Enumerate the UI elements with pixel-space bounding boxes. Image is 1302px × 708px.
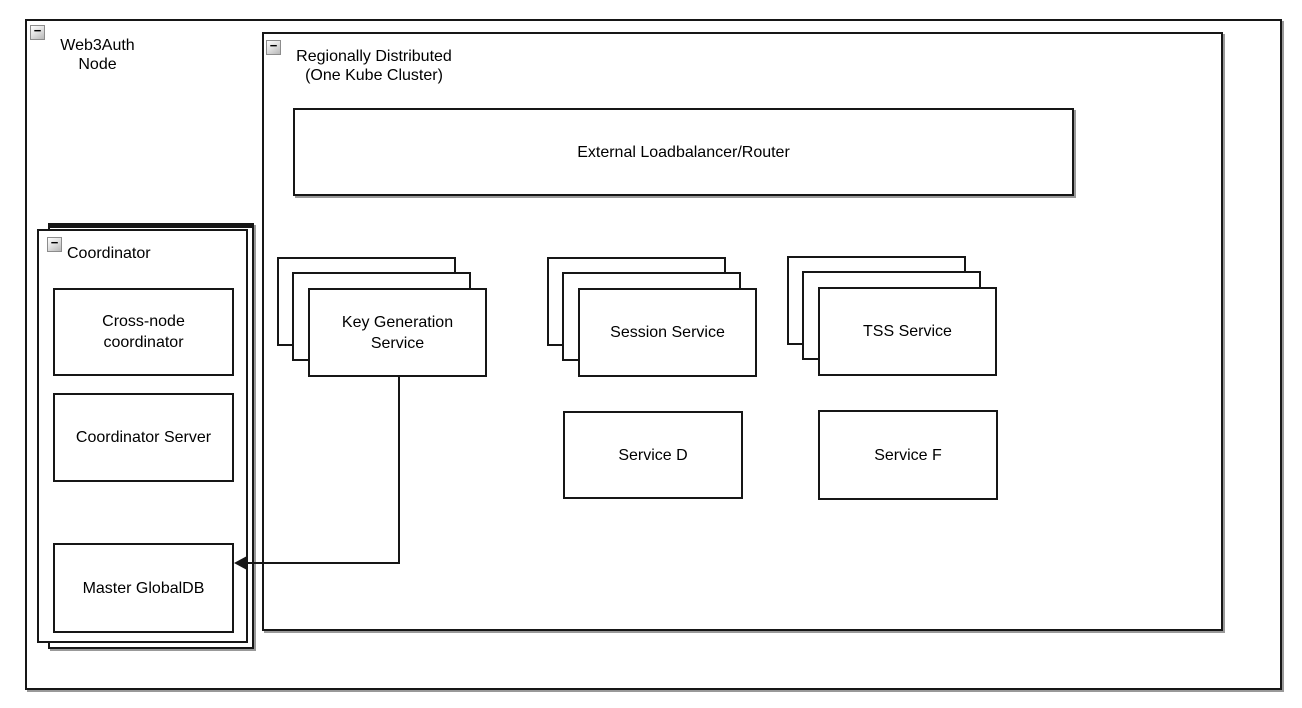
stack-tss-service: TSS Service <box>787 256 997 376</box>
session-service-label: Session Service <box>610 324 725 341</box>
node-service-d[interactable]: Service D <box>563 411 743 499</box>
collapse-icon[interactable]: − <box>266 38 281 55</box>
node-service-f[interactable]: Service F <box>818 410 998 500</box>
web3auth-node-label: Web3Auth Node <box>40 36 155 74</box>
node-tss-service[interactable]: TSS Service <box>818 287 997 376</box>
edge-keygen-to-masterdb-vertical[interactable] <box>398 377 400 564</box>
node-cross-node-coordinator[interactable]: Cross-node coordinator <box>53 288 234 376</box>
collapse-icon[interactable]: − <box>47 235 62 252</box>
cross-node-label-line1: Cross-node <box>102 313 185 330</box>
node-session-service[interactable]: Session Service <box>578 288 757 377</box>
web3auth-node-label-line1: Web3Auth <box>60 37 135 54</box>
container-web3auth-node[interactable]: − Web3Auth Node − Regionally Distributed… <box>25 19 1282 690</box>
node-master-globaldb[interactable]: Master GlobalDB <box>53 543 234 633</box>
service-f-label: Service F <box>874 446 942 464</box>
service-d-label: Service D <box>618 446 688 464</box>
container-coordinator[interactable]: − Coordinator Cross-node coordinator Coo… <box>37 229 248 643</box>
regionally-distributed-label: Regionally Distributed (One Kube Cluster… <box>290 47 458 85</box>
minus-glyph: − <box>33 23 42 38</box>
node-key-generation-service[interactable]: Key Generation Service <box>308 288 487 377</box>
node-coordinator-server[interactable]: Coordinator Server <box>53 393 234 482</box>
minus-glyph: − <box>269 38 278 53</box>
coordinator-label: Coordinator <box>67 245 151 262</box>
stack-key-generation-service: Key Generation Service <box>277 257 487 377</box>
regionally-distributed-label-line1: Regionally Distributed <box>296 48 452 65</box>
web3auth-node-label-line2: Node <box>78 56 117 73</box>
key-generation-label-line2: Service <box>370 334 425 352</box>
edge-keygen-to-masterdb-horizontal[interactable] <box>246 562 400 564</box>
collapse-icon[interactable]: − <box>30 23 45 40</box>
arrowhead-left-icon <box>234 556 247 570</box>
key-generation-label-line1: Key Generation <box>341 313 454 331</box>
cross-node-label-line2: coordinator <box>103 334 184 351</box>
tss-service-label: TSS Service <box>863 323 952 340</box>
minus-glyph: − <box>50 235 59 250</box>
master-globaldb-label: Master GlobalDB <box>82 579 205 597</box>
stack-session-service: Session Service <box>547 257 757 377</box>
container-regionally-distributed[interactable]: − Regionally Distributed (One Kube Clust… <box>262 32 1223 631</box>
regionally-distributed-label-line2: (One Kube Cluster) <box>305 67 443 84</box>
coordinator-server-label: Coordinator Server <box>75 429 212 446</box>
node-external-loadbalancer[interactable]: External Loadbalancer/Router <box>293 108 1074 196</box>
external-loadbalancer-label: External Loadbalancer/Router <box>577 143 790 161</box>
